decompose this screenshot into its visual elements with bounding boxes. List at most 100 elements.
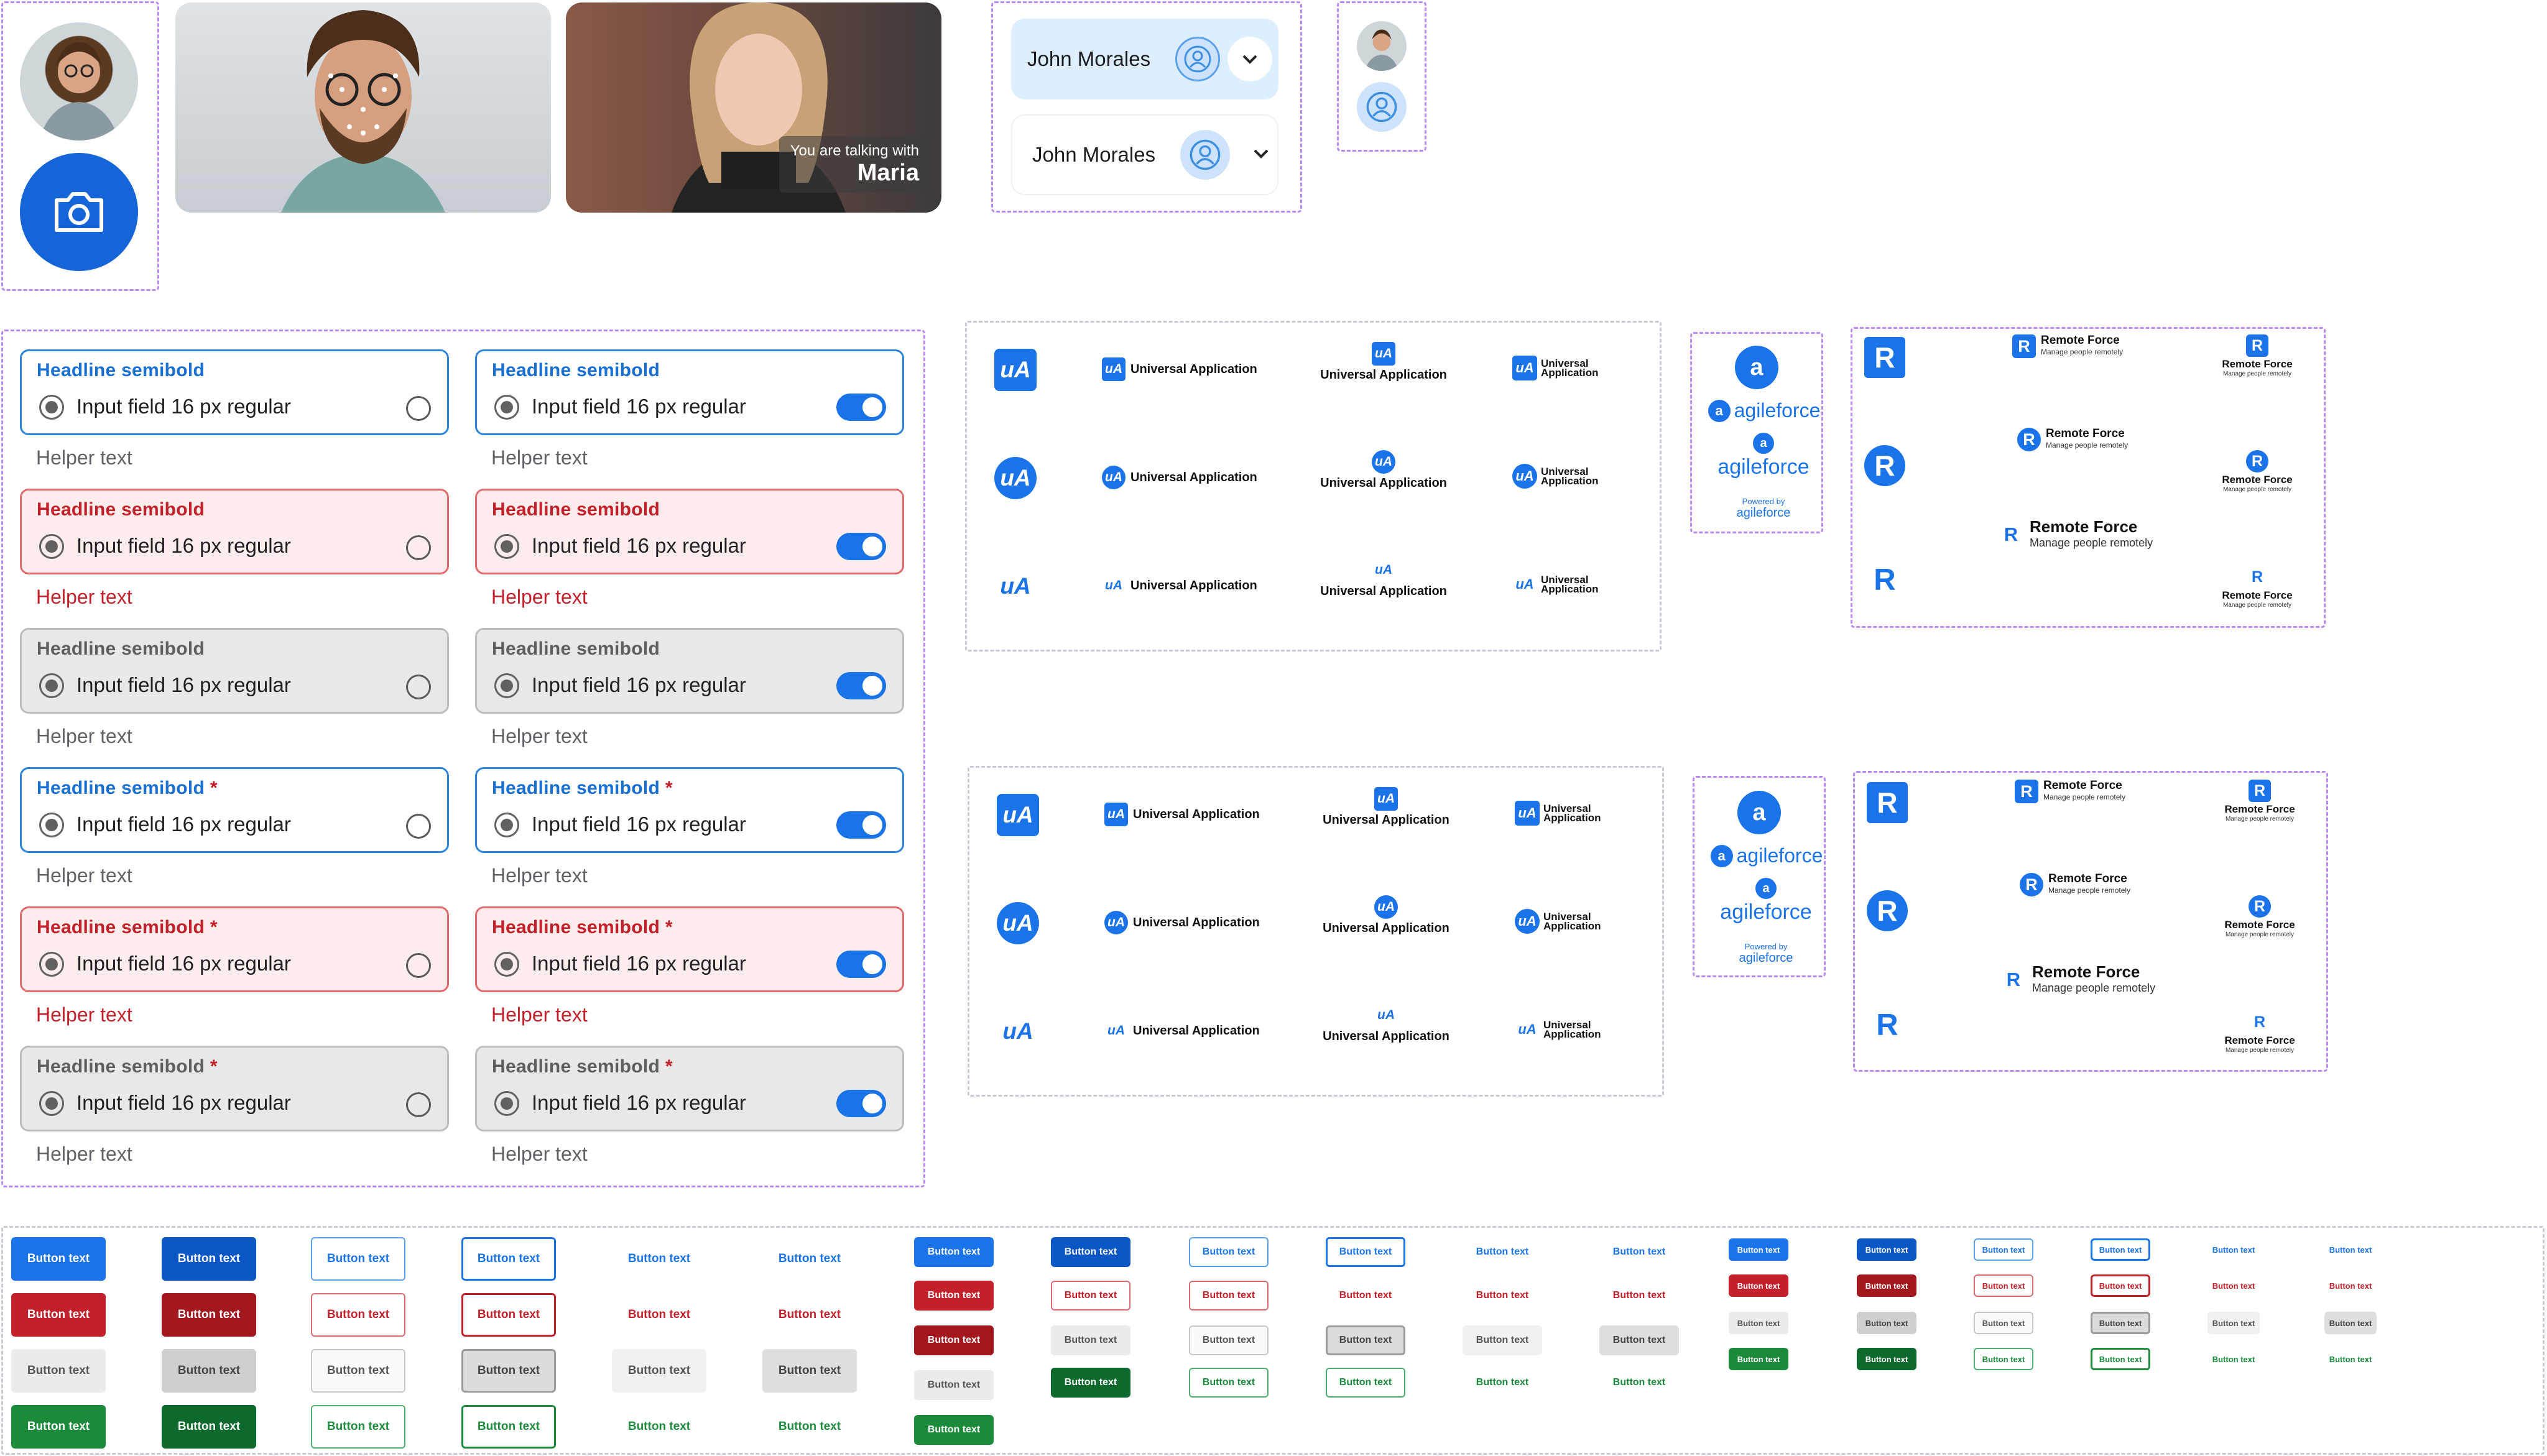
radio-off-icon[interactable]: [406, 1092, 431, 1117]
button[interactable]: Button text: [11, 1237, 106, 1281]
radio-selected-icon[interactable]: [494, 395, 519, 420]
radio-selected-icon[interactable]: [39, 534, 64, 559]
button[interactable]: Button text: [311, 1237, 405, 1281]
button[interactable]: Button text: [914, 1370, 994, 1400]
button[interactable]: Button text: [2091, 1274, 2150, 1297]
button[interactable]: Button text: [1051, 1368, 1130, 1398]
button[interactable]: Button text: [1729, 1312, 1788, 1334]
button[interactable]: Button text: [2091, 1238, 2150, 1261]
button[interactable]: Button text: [2324, 1274, 2377, 1297]
button[interactable]: Button text: [1599, 1237, 1679, 1267]
button[interactable]: Button text: [2324, 1238, 2377, 1261]
button[interactable]: Button text: [1326, 1368, 1405, 1398]
button[interactable]: Button text: [162, 1405, 256, 1449]
radio-off-icon[interactable]: [406, 953, 431, 978]
button[interactable]: Button text: [914, 1237, 994, 1267]
button[interactable]: Button text: [1189, 1237, 1269, 1267]
button[interactable]: Button text: [1463, 1237, 1542, 1267]
radio-selected-icon[interactable]: [494, 952, 519, 977]
chevron-down-icon[interactable]: [1227, 37, 1273, 81]
button[interactable]: Button text: [162, 1349, 256, 1393]
button[interactable]: Button text: [914, 1415, 994, 1445]
button[interactable]: Button text: [311, 1405, 405, 1449]
button[interactable]: Button text: [2207, 1274, 2260, 1297]
radio-selected-icon[interactable]: [494, 673, 519, 698]
input-box[interactable]: Headline semibold * Input field 16 px re…: [475, 906, 904, 992]
button[interactable]: Button text: [1051, 1325, 1130, 1355]
user-avatar[interactable]: [20, 22, 138, 141]
button[interactable]: Button text: [1729, 1238, 1788, 1261]
button[interactable]: Button text: [1326, 1281, 1405, 1311]
input-box[interactable]: Headline semibold Input field 16 px regu…: [475, 349, 904, 435]
button[interactable]: Button text: [461, 1405, 556, 1449]
radio-selected-icon[interactable]: [494, 534, 519, 559]
chevron-down-icon[interactable]: [1252, 148, 1270, 162]
button[interactable]: Button text: [1729, 1274, 1788, 1297]
button[interactable]: Button text: [1463, 1368, 1542, 1398]
button[interactable]: Button text: [1599, 1325, 1679, 1355]
button[interactable]: Button text: [1189, 1281, 1269, 1311]
button[interactable]: Button text: [461, 1237, 556, 1281]
input-box[interactable]: Headline semibold * Input field 16 px re…: [475, 767, 904, 853]
button[interactable]: Button text: [914, 1325, 994, 1355]
button[interactable]: Button text: [2207, 1312, 2260, 1334]
camera-button[interactable]: [20, 153, 138, 271]
button[interactable]: Button text: [2324, 1312, 2377, 1334]
button[interactable]: Button text: [1974, 1312, 2033, 1334]
button[interactable]: Button text: [612, 1293, 706, 1337]
button[interactable]: Button text: [461, 1293, 556, 1337]
button[interactable]: Button text: [1326, 1325, 1405, 1355]
button[interactable]: Button text: [2324, 1348, 2377, 1370]
input-box[interactable]: Headline semibold Input field 16 px regu…: [475, 489, 904, 574]
toggle-switch[interactable]: [836, 951, 886, 978]
button[interactable]: Button text: [762, 1349, 857, 1393]
toggle-switch[interactable]: [836, 1090, 886, 1117]
radio-selected-icon[interactable]: [39, 673, 64, 698]
input-box[interactable]: Headline semibold * Input field 16 px re…: [20, 767, 449, 853]
button[interactable]: Button text: [1974, 1348, 2033, 1370]
button[interactable]: Button text: [1326, 1237, 1405, 1267]
button[interactable]: Button text: [162, 1293, 256, 1337]
toggle-switch[interactable]: [836, 672, 886, 699]
mini-user-icon[interactable]: [1357, 82, 1407, 132]
button[interactable]: Button text: [311, 1349, 405, 1393]
input-box[interactable]: Headline semibold * Input field 16 px re…: [20, 906, 449, 992]
radio-selected-icon[interactable]: [494, 1091, 519, 1116]
button[interactable]: Button text: [762, 1405, 857, 1449]
button[interactable]: Button text: [612, 1237, 706, 1281]
button[interactable]: Button text: [162, 1237, 256, 1281]
input-box[interactable]: Headline semibold * Input field 16 px re…: [475, 1046, 904, 1131]
input-box[interactable]: Headline semibold Input field 16 px regu…: [20, 349, 449, 435]
radio-off-icon[interactable]: [406, 675, 431, 699]
input-box[interactable]: Headline semibold Input field 16 px regu…: [20, 489, 449, 574]
button[interactable]: Button text: [1729, 1348, 1788, 1370]
radio-off-icon[interactable]: [406, 814, 431, 839]
button[interactable]: Button text: [2091, 1312, 2150, 1334]
input-box[interactable]: Headline semibold * Input field 16 px re…: [20, 1046, 449, 1131]
button[interactable]: Button text: [1974, 1238, 2033, 1261]
account-switcher-active[interactable]: John Morales: [1011, 19, 1278, 99]
button[interactable]: Button text: [1857, 1348, 1916, 1370]
mini-user-avatar[interactable]: [1357, 21, 1407, 71]
button[interactable]: Button text: [1463, 1325, 1542, 1355]
button[interactable]: Button text: [1051, 1237, 1130, 1267]
button[interactable]: Button text: [914, 1281, 994, 1311]
button[interactable]: Button text: [1599, 1368, 1679, 1398]
button[interactable]: Button text: [11, 1293, 106, 1337]
button[interactable]: Button text: [2207, 1238, 2260, 1261]
button[interactable]: Button text: [461, 1349, 556, 1393]
toggle-switch[interactable]: [836, 394, 886, 421]
radio-selected-icon[interactable]: [494, 813, 519, 837]
button[interactable]: Button text: [762, 1237, 857, 1281]
button[interactable]: Button text: [1463, 1281, 1542, 1311]
button[interactable]: Button text: [1051, 1281, 1130, 1311]
button[interactable]: Button text: [1974, 1274, 2033, 1297]
button[interactable]: Button text: [1857, 1274, 1916, 1297]
button[interactable]: Button text: [11, 1405, 106, 1449]
button[interactable]: Button text: [1599, 1281, 1679, 1311]
radio-selected-icon[interactable]: [39, 813, 64, 837]
account-switcher[interactable]: John Morales: [1011, 114, 1278, 195]
button[interactable]: Button text: [762, 1293, 857, 1337]
button[interactable]: Button text: [1189, 1368, 1269, 1398]
button[interactable]: Button text: [2091, 1348, 2150, 1370]
